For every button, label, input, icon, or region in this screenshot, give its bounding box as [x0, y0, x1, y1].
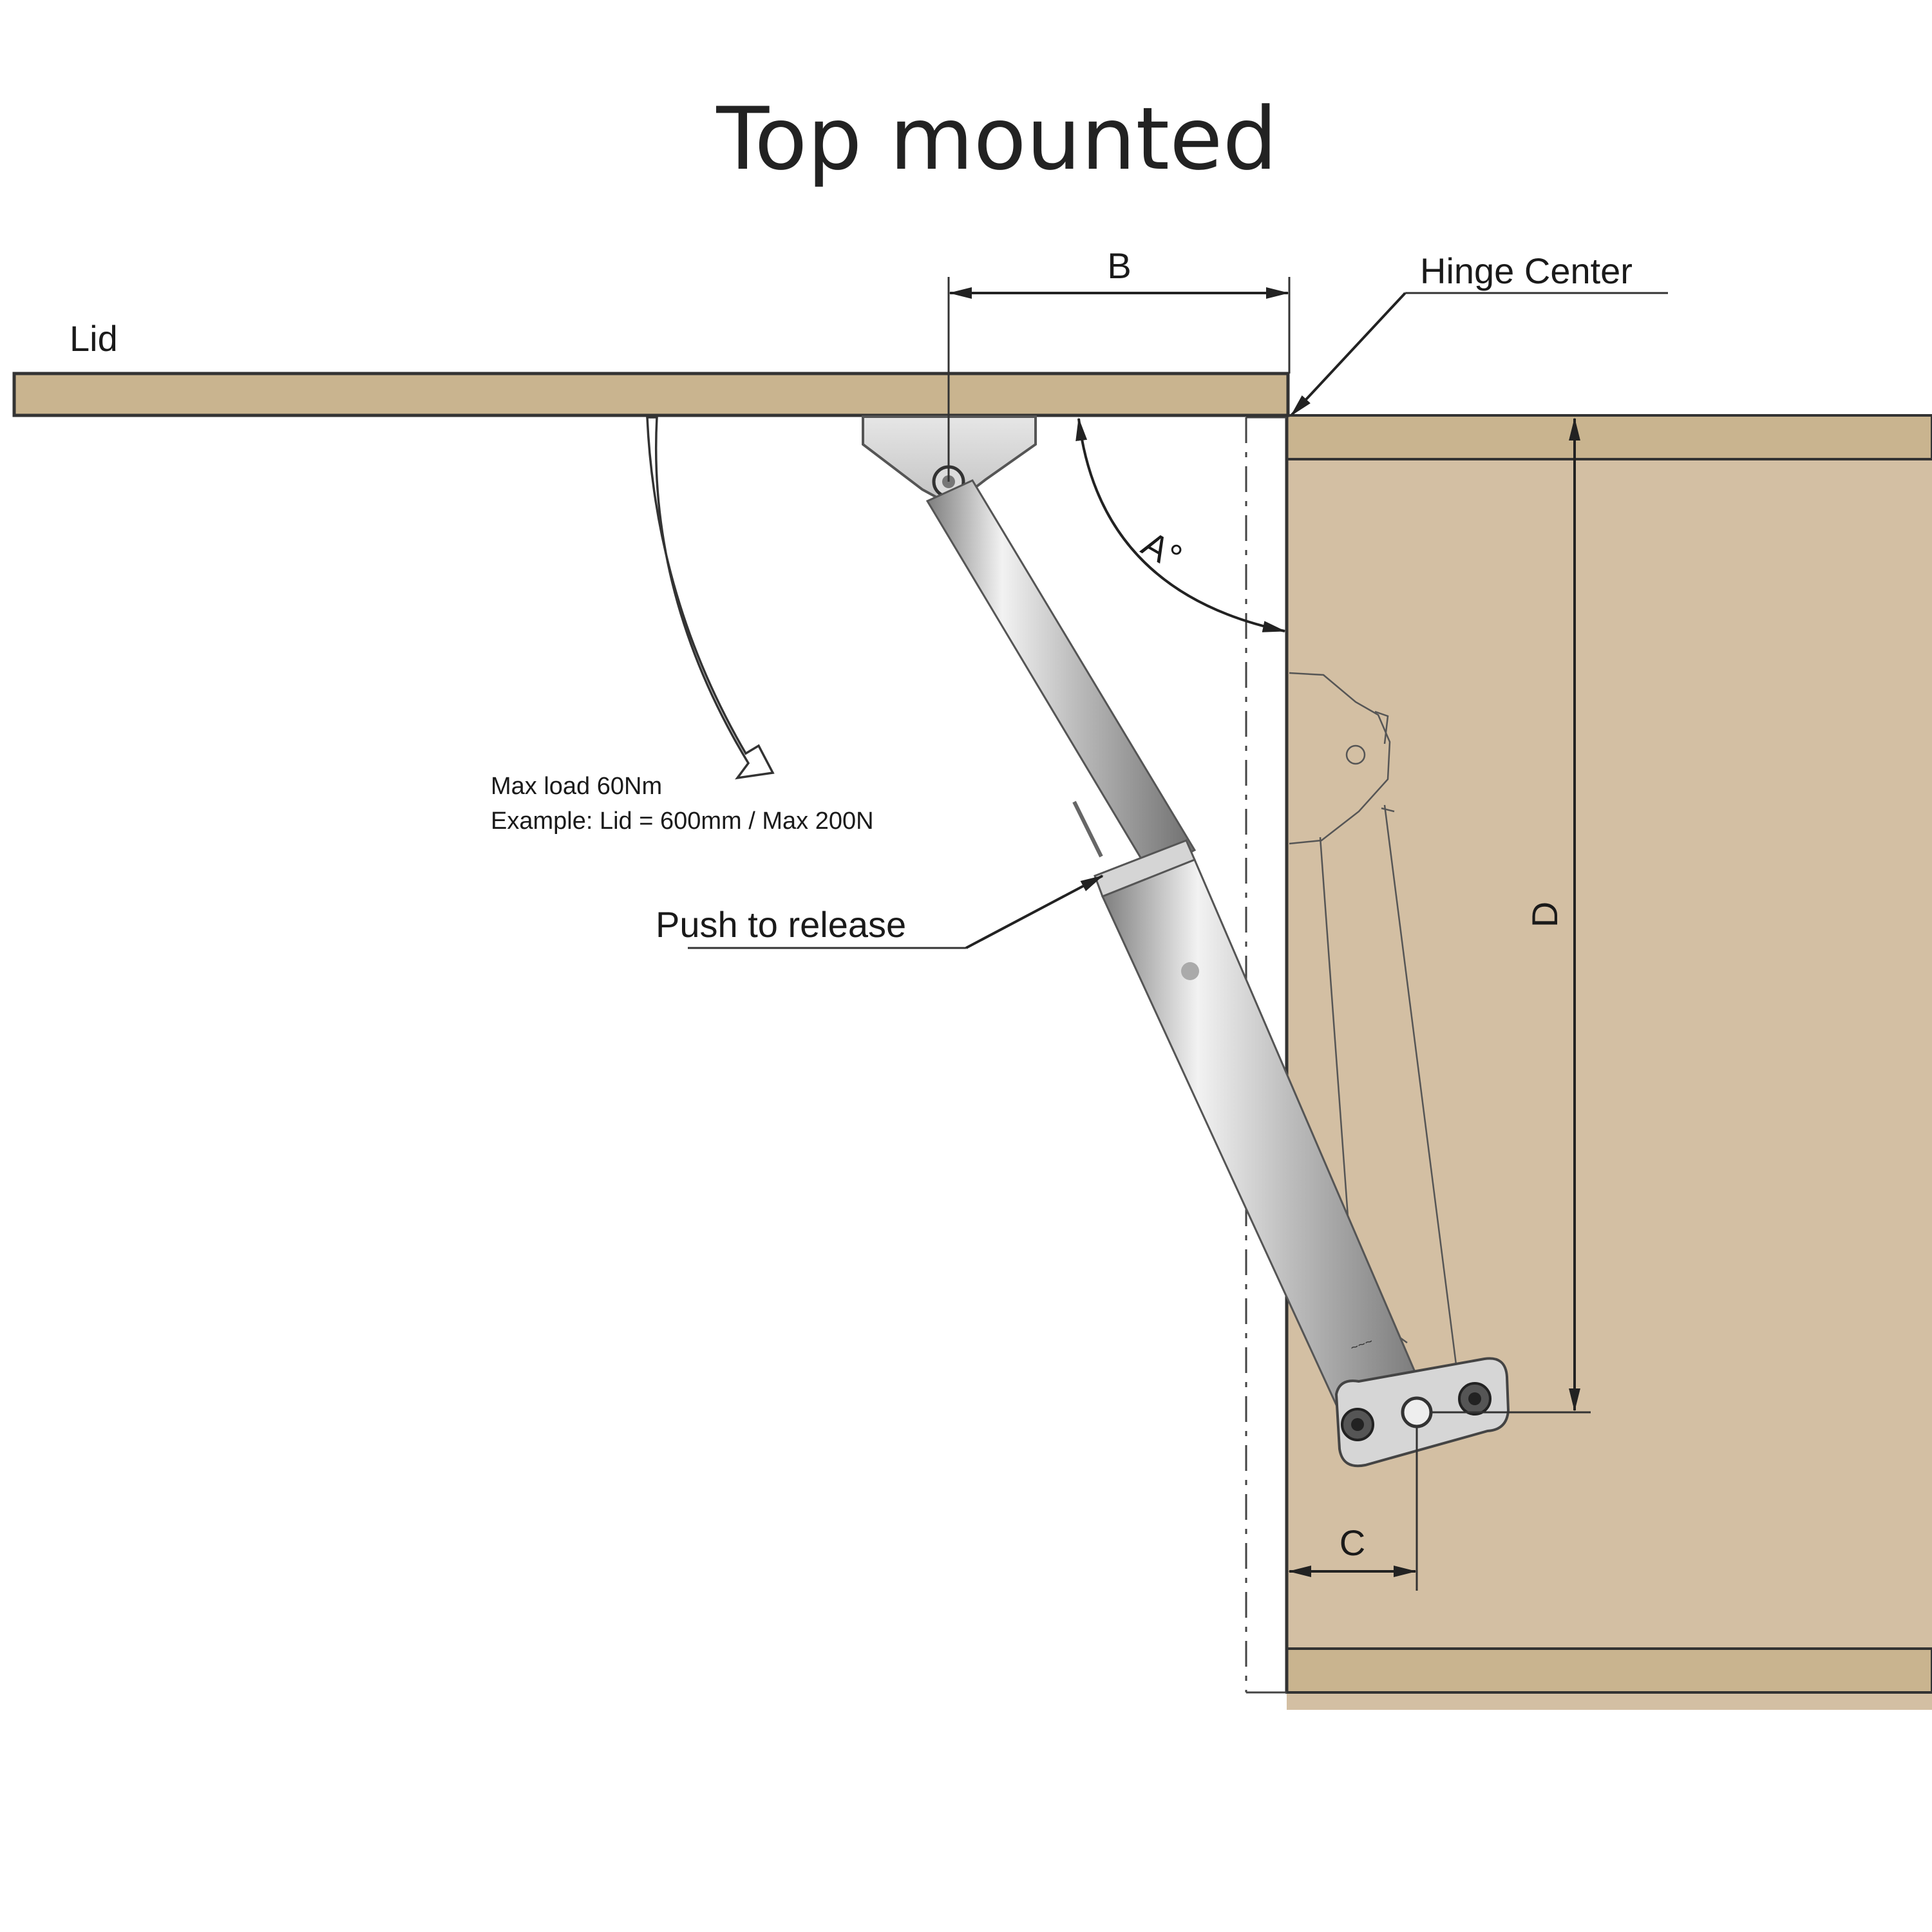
push-release-leader [965, 875, 1104, 949]
lid-board [12, 372, 1290, 417]
lid-label: Lid [70, 318, 118, 359]
dimension-c: C [1288, 1426, 1418, 1591]
cabinet-bracket [1334, 1357, 1510, 1468]
stay-upper-tube [925, 479, 1197, 874]
opening-arrow-shaft [646, 416, 775, 780]
angle-a-label: A° [1135, 523, 1189, 577]
dimension-b: B [947, 245, 1291, 482]
dim-b-label: B [1107, 245, 1131, 286]
ghost-bracket [1289, 672, 1391, 845]
opening-direction-arrow [646, 416, 775, 780]
hinge-center-leader [1290, 292, 1406, 417]
release-button-mark [1072, 800, 1103, 858]
stay-rivet [1181, 962, 1199, 980]
hinge-center-label: Hinge Center [1420, 251, 1633, 291]
ghost-rod-inner [1381, 807, 1395, 813]
ghost-rod-right [1383, 804, 1460, 1385]
push-to-release-callout: Push to release [656, 875, 1104, 949]
cabinet-bottom-board [1285, 1647, 1932, 1694]
max-load-text: Max load 60Nm [491, 773, 662, 800]
dimension-d: D [1288, 414, 1591, 1414]
dim-d-label: D [1524, 902, 1565, 927]
dim-c-label: C [1340, 1522, 1365, 1563]
cabinet-top-board [1285, 414, 1932, 460]
hinge-center-callout: Hinge Center [1290, 251, 1668, 417]
angle-a-arc [1075, 417, 1286, 632]
push-to-release-label: Push to release [656, 904, 906, 945]
ghost-pivot [1345, 744, 1366, 765]
angle-a: A° [1075, 417, 1286, 632]
cabinet [1245, 414, 1932, 1710]
ghost-arm [1374, 710, 1389, 744]
cabinet-side-panel [1287, 415, 1932, 1710]
diagram-title: Top mounted [715, 89, 1277, 189]
cabinet-pivot [1401, 1396, 1433, 1428]
mounting-screw-right-center [1468, 1392, 1481, 1405]
example-text: Example: Lid = 600mm / Max 200N [491, 808, 874, 835]
mounting-screw-left-center [1351, 1418, 1364, 1431]
